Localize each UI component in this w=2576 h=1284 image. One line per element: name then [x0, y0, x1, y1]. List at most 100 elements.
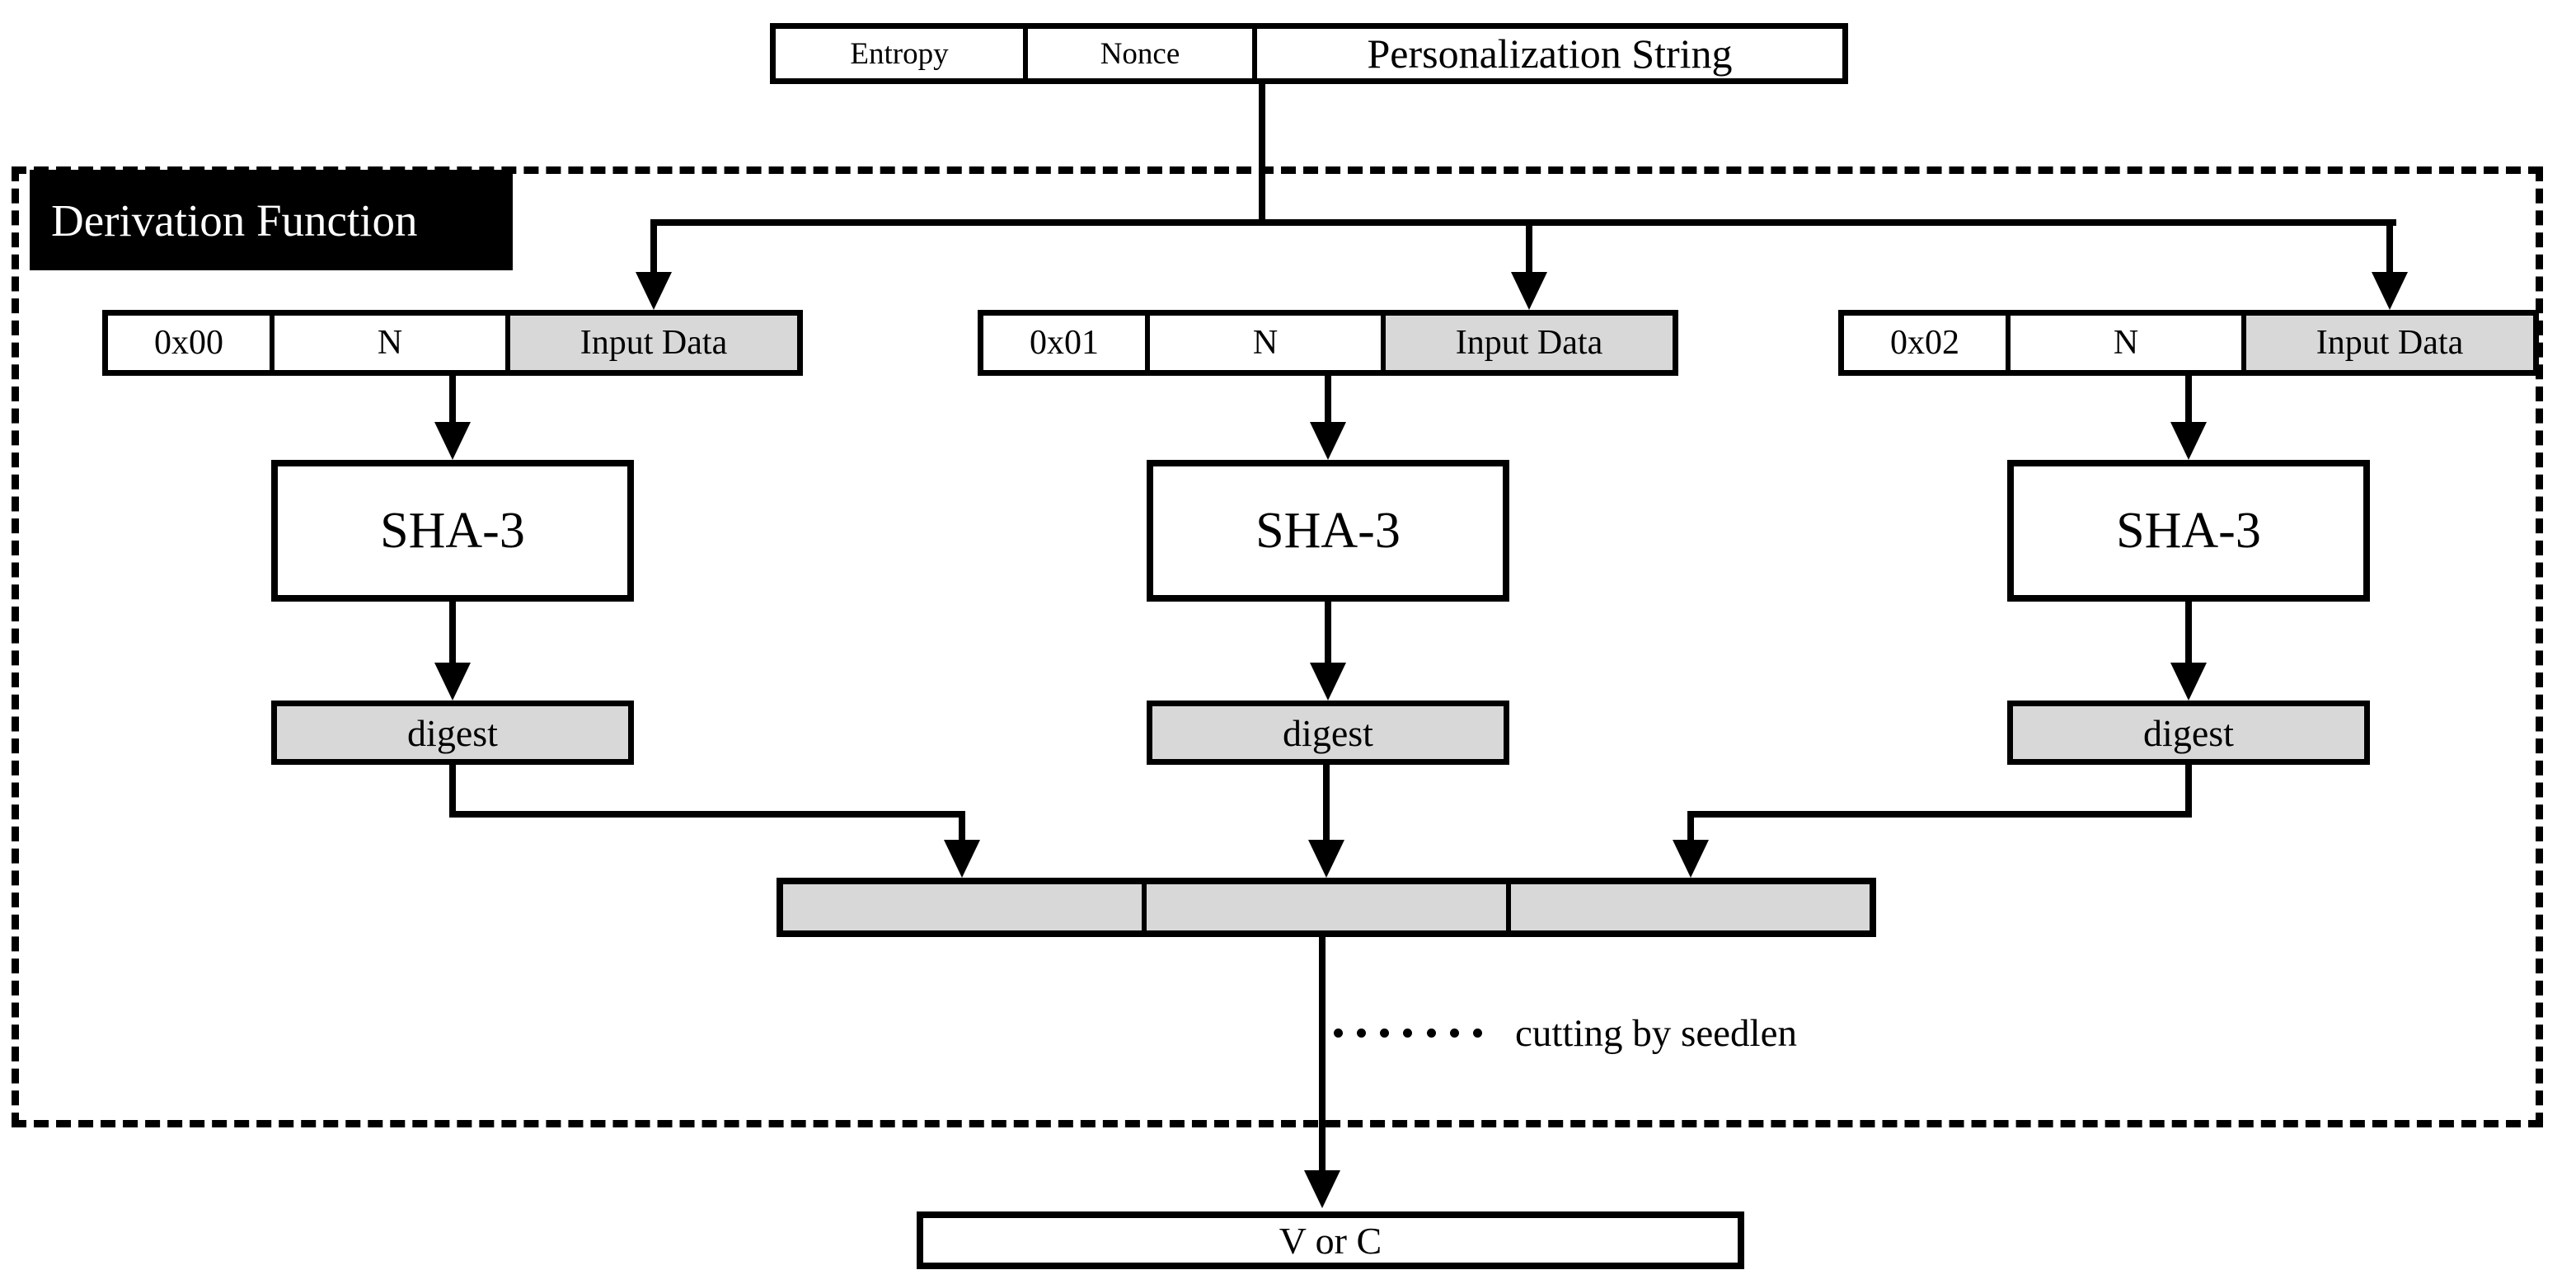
cut-dot	[1403, 1028, 1413, 1038]
derivation-function-title: Derivation Function	[30, 170, 513, 270]
input-data-label-3: Input Data	[2316, 324, 2464, 362]
derivation-function-container	[12, 166, 2543, 1127]
digest-box-1: digest	[271, 701, 634, 765]
bar-segment-3	[1510, 884, 1870, 930]
bar-segment-2	[1147, 884, 1506, 930]
arrowhead-into-digest-3	[2170, 663, 2207, 701]
connector-branch-1	[650, 219, 657, 275]
sha3-label-3: SHA-3	[2116, 502, 2261, 559]
bar-segment-1	[783, 884, 1143, 930]
sha3-box-2: SHA-3	[1147, 460, 1509, 602]
counter-cell-3: N	[2011, 316, 2241, 370]
bar-divider	[1142, 884, 1147, 930]
branch-line	[654, 219, 2396, 226]
dotted-cut-line	[1334, 1028, 1482, 1038]
connector-branch-3	[2386, 219, 2393, 275]
input-data-label-2: Input Data	[1455, 324, 1603, 362]
sha3-label-1: SHA-3	[380, 502, 525, 559]
cell-divider	[1023, 29, 1028, 78]
cutting-annotation: cutting by seedlen	[1515, 1009, 1797, 1058]
prefix-cell-1: 0x00	[108, 316, 270, 370]
cell-divider	[1252, 29, 1257, 78]
digest-label-2: digest	[1283, 711, 1373, 754]
arrowhead-into-sha-3	[2170, 422, 2207, 460]
cut-dot	[1357, 1028, 1367, 1038]
cut-dot	[1334, 1028, 1343, 1038]
arrowhead-into-digest-2	[1310, 663, 1346, 701]
derivation-function-title-text: Derivation Function	[51, 194, 418, 246]
connector-bar-to-output	[1319, 937, 1326, 1174]
cell-divider	[2241, 316, 2246, 370]
connector-digest1-down	[449, 765, 456, 818]
concatenated-digest-bar	[777, 878, 1876, 937]
arrowhead-into-digest-1	[434, 663, 471, 701]
bar-divider	[1505, 884, 1511, 930]
counter-cell-2: N	[1150, 316, 1381, 370]
input-data-label-1: Input Data	[579, 324, 728, 362]
sha3-label-2: SHA-3	[1255, 502, 1401, 559]
cut-dot	[1449, 1028, 1459, 1038]
cell-divider	[2006, 316, 2011, 370]
arrowhead-into-bar-right	[1673, 840, 1709, 878]
branch-row-3: 0x02 N Input Data	[1838, 310, 2539, 376]
prefix-cell-2: 0x01	[983, 316, 1145, 370]
branch-row-2: 0x01 N Input Data	[978, 310, 1678, 376]
connector-sha3-digest	[2185, 602, 2192, 664]
prefix-label-2: 0x01	[1030, 324, 1099, 362]
connector-digest1-into-bar	[959, 811, 965, 844]
digest-box-2: digest	[1147, 701, 1509, 765]
connector-digest1-across	[449, 811, 965, 818]
arrowhead-into-sha-2	[1310, 422, 1346, 460]
cell-divider	[505, 316, 510, 370]
cutting-annotation-text: cutting by seedlen	[1515, 1012, 1797, 1055]
output-label: V or C	[1279, 1219, 1382, 1262]
personalization-string-cell: Personalization String	[1257, 29, 1842, 78]
digest-label-3: digest	[2143, 711, 2234, 754]
connector-row2-sha	[1325, 376, 1331, 425]
sha3-box-3: SHA-3	[2007, 460, 2370, 602]
counter-cell-1: N	[274, 316, 505, 370]
counter-label-1: N	[377, 324, 403, 362]
output-box: V or C	[917, 1211, 1744, 1269]
cell-divider	[1145, 316, 1150, 370]
connector-sha2-digest	[1325, 602, 1331, 664]
arrowhead-into-output	[1304, 1170, 1340, 1208]
cell-divider	[270, 316, 274, 370]
cut-dot	[1426, 1028, 1436, 1038]
personalization-string-label: Personalization String	[1367, 30, 1733, 77]
connector-topbox-to-branchline	[1259, 82, 1265, 226]
digest-box-3: digest	[2007, 701, 2370, 765]
entropy-cell: Entropy	[776, 29, 1023, 78]
arrowhead-into-bar-middle	[1308, 840, 1344, 878]
prefix-cell-3: 0x02	[1844, 316, 2006, 370]
connector-row3-sha	[2185, 376, 2192, 425]
cut-dot	[1472, 1028, 1482, 1038]
input-data-cell-2: Input Data	[1386, 316, 1673, 370]
counter-label-3: N	[2113, 324, 2139, 362]
arrowhead-into-sha-1	[434, 422, 471, 460]
cell-divider	[1381, 316, 1386, 370]
input-data-cell-1: Input Data	[510, 316, 797, 370]
connector-digest3-into-bar	[1687, 811, 1694, 844]
arrowhead-into-row-2	[1511, 272, 1547, 310]
counter-label-2: N	[1252, 324, 1279, 362]
input-data-cell-3: Input Data	[2246, 316, 2533, 370]
connector-digest3-across	[1687, 811, 2192, 818]
entropy-label: Entropy	[850, 36, 949, 71]
connector-digest2-into-bar	[1323, 765, 1330, 844]
nonce-cell: Nonce	[1028, 29, 1252, 78]
connector-row1-sha	[449, 376, 456, 425]
prefix-label-1: 0x00	[154, 324, 223, 362]
sha3-box-1: SHA-3	[271, 460, 634, 602]
arrowhead-into-row-3	[2372, 272, 2408, 310]
connector-branch-2	[1526, 219, 1532, 275]
prefix-label-3: 0x02	[1890, 324, 1959, 362]
cut-dot	[1380, 1028, 1390, 1038]
arrowhead-into-row-1	[636, 272, 672, 310]
connector-digest3-down	[2185, 765, 2192, 818]
digest-label-1: digest	[407, 711, 498, 754]
branch-row-1: 0x00 N Input Data	[102, 310, 803, 376]
input-string-box: Entropy Nonce Personalization String	[770, 23, 1848, 84]
arrowhead-into-bar-left	[944, 840, 980, 878]
